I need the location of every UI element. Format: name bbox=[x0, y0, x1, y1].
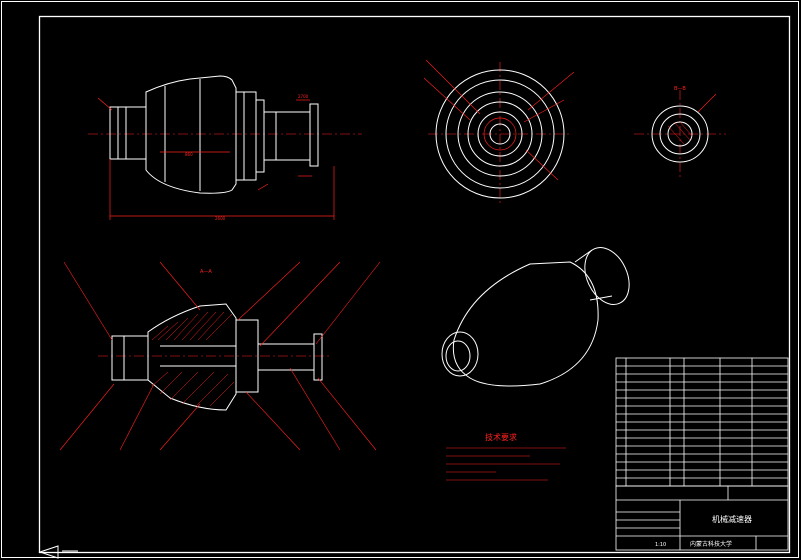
lower-left-marker bbox=[38, 545, 78, 559]
front-view: 2600 860 2700 bbox=[88, 75, 362, 221]
end-small-label: B—B bbox=[674, 86, 686, 92]
tech-notes: 技术要求 bbox=[446, 432, 566, 481]
end-view-small: B—B bbox=[634, 86, 726, 180]
iso-view bbox=[441, 247, 630, 387]
front-dim-inner: 860 bbox=[185, 152, 193, 157]
school-name: 内蒙古科技大学 bbox=[690, 540, 732, 548]
title-block: 机械减速器 内蒙古科技大学 1:10 bbox=[615, 357, 789, 551]
front-dim-top: 2700 bbox=[298, 94, 309, 99]
section-view: A—A bbox=[59, 261, 381, 451]
front-dim-bottom: 2600 bbox=[215, 216, 226, 221]
scale-value: 1:10 bbox=[655, 542, 666, 548]
end-view-big bbox=[423, 59, 575, 206]
section-label: A—A bbox=[200, 269, 212, 275]
notes-title: 技术要求 bbox=[485, 432, 517, 442]
inner-frame bbox=[38, 15, 791, 554]
drawing-title: 机械减速器 bbox=[712, 514, 752, 524]
